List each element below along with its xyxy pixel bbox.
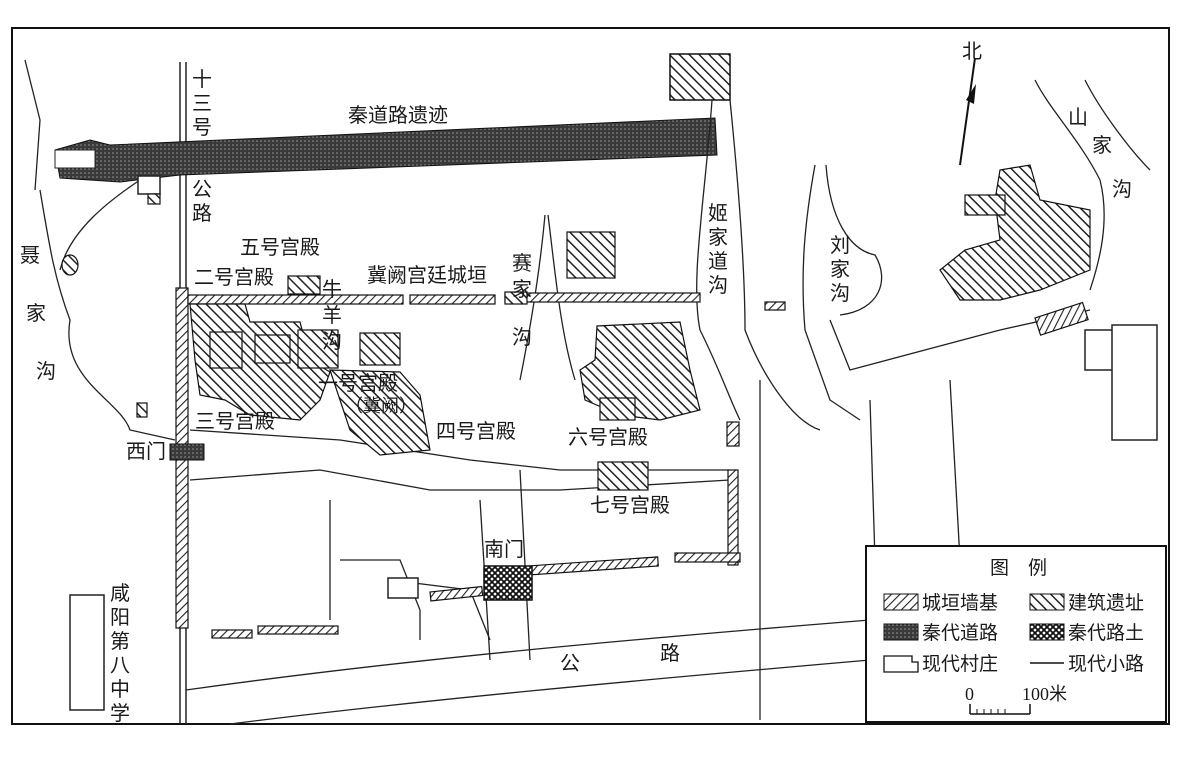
legend-label-qin-soil: 秦代路土 <box>1068 622 1144 644</box>
map-frame <box>11 27 1170 725</box>
label-school-e: 中 <box>110 677 130 701</box>
legend-label-village: 现代村庄 <box>922 653 998 675</box>
label-niuyang-b: 羊 <box>322 303 342 327</box>
scale-bar: 0 100米 <box>965 684 1067 715</box>
scale-zero: 0 <box>965 684 974 704</box>
label-jique-wall: 冀阙宫廷城垣 <box>367 263 487 287</box>
label-road13-c: 号 <box>192 115 212 139</box>
legend: 图 例 城垣墙基 建筑遗址 秦代道路 秦代路土 现代村庄 现代小路 0 100米 <box>865 545 1167 723</box>
legend-label-building: 建筑遗址 <box>1068 592 1144 614</box>
label-nie-a: 聂 <box>20 243 40 267</box>
label-road13-e: 路 <box>192 201 212 225</box>
label-school-c: 第 <box>110 629 130 653</box>
label-qin-road-ruins: 秦道路遗迹 <box>348 103 448 127</box>
label-palace2: 二号宫殿 <box>194 265 274 289</box>
label-road-gong: 公 <box>560 651 580 675</box>
label-road13-d: 公 <box>192 177 212 201</box>
scale-length: 100米 <box>1022 684 1067 704</box>
label-shan-c: 沟 <box>1112 177 1132 201</box>
label-palace5: 五号宫殿 <box>240 235 320 259</box>
label-road-lu: 路 <box>660 641 680 665</box>
label-palace3: 三号宫殿 <box>195 409 275 433</box>
label-jijia-d: 沟 <box>708 273 728 297</box>
label-road13-b: 三 <box>192 91 212 115</box>
modern-villages <box>69 175 1158 711</box>
legend-label-path: 现代小路 <box>1068 653 1144 675</box>
label-school-a: 咸 <box>110 581 130 605</box>
map-labels: 十 三 号 公 路 秦道路遗迹 聂 家 沟 五号宫殿 二号宫殿 牛 羊 沟 冀阙… <box>20 67 1132 725</box>
building-top <box>669 53 731 101</box>
west-gate-marker <box>169 443 205 461</box>
label-sai-c: 沟 <box>512 325 532 349</box>
north-arrow: 北 <box>959 39 982 166</box>
label-nie-b: 家 <box>26 301 46 325</box>
label-school-d: 八 <box>110 653 130 677</box>
label-west-gate: 西门 <box>126 439 166 463</box>
label-jijia-c: 道 <box>708 249 728 273</box>
label-palace1-sub: （冀阙） <box>345 396 417 417</box>
label-shan-a: 山 <box>1068 105 1088 129</box>
label-school-f: 学 <box>110 701 130 725</box>
label-niuyang-c: 沟 <box>322 329 342 353</box>
legend-swatch-qin-road <box>883 623 919 641</box>
label-palace7: 七号宫殿 <box>590 493 670 517</box>
label-palace1: 一号宫殿 <box>318 371 398 395</box>
label-south-gate: 南门 <box>484 537 524 561</box>
label-sai-b: 家 <box>512 277 532 301</box>
legend-swatch-village <box>883 655 919 673</box>
legend-swatch-wall <box>883 593 919 611</box>
legend-label-wall: 城垣墙基 <box>922 592 998 614</box>
label-road13-a: 十 <box>192 67 212 91</box>
label-palace6: 六号宫殿 <box>568 425 648 449</box>
legend-swatch-building <box>1029 593 1065 611</box>
legend-swatch-qin-soil <box>1029 623 1065 641</box>
label-liu-c: 沟 <box>830 281 850 305</box>
label-sai-a: 赛 <box>512 251 532 275</box>
label-palace4: 四号宫殿 <box>436 419 516 443</box>
label-shan-b: 家 <box>1092 133 1112 157</box>
qin-road-ruins-band <box>54 117 718 183</box>
label-liu-b: 家 <box>830 257 850 281</box>
legend-title: 图 例 <box>990 557 1047 579</box>
south-gate-soil <box>483 565 533 601</box>
label-nie-c: 沟 <box>36 359 56 383</box>
legend-label-qin-road: 秦代道路 <box>922 622 998 644</box>
label-jijia-b: 家 <box>708 225 728 249</box>
north-label: 北 <box>962 39 982 63</box>
building-ruins <box>61 164 1091 491</box>
label-school-b: 阳 <box>110 605 130 629</box>
label-niuyang-a: 牛 <box>322 277 342 301</box>
label-liu-a: 刘 <box>830 233 850 257</box>
label-jijia-a: 姬 <box>708 201 728 225</box>
